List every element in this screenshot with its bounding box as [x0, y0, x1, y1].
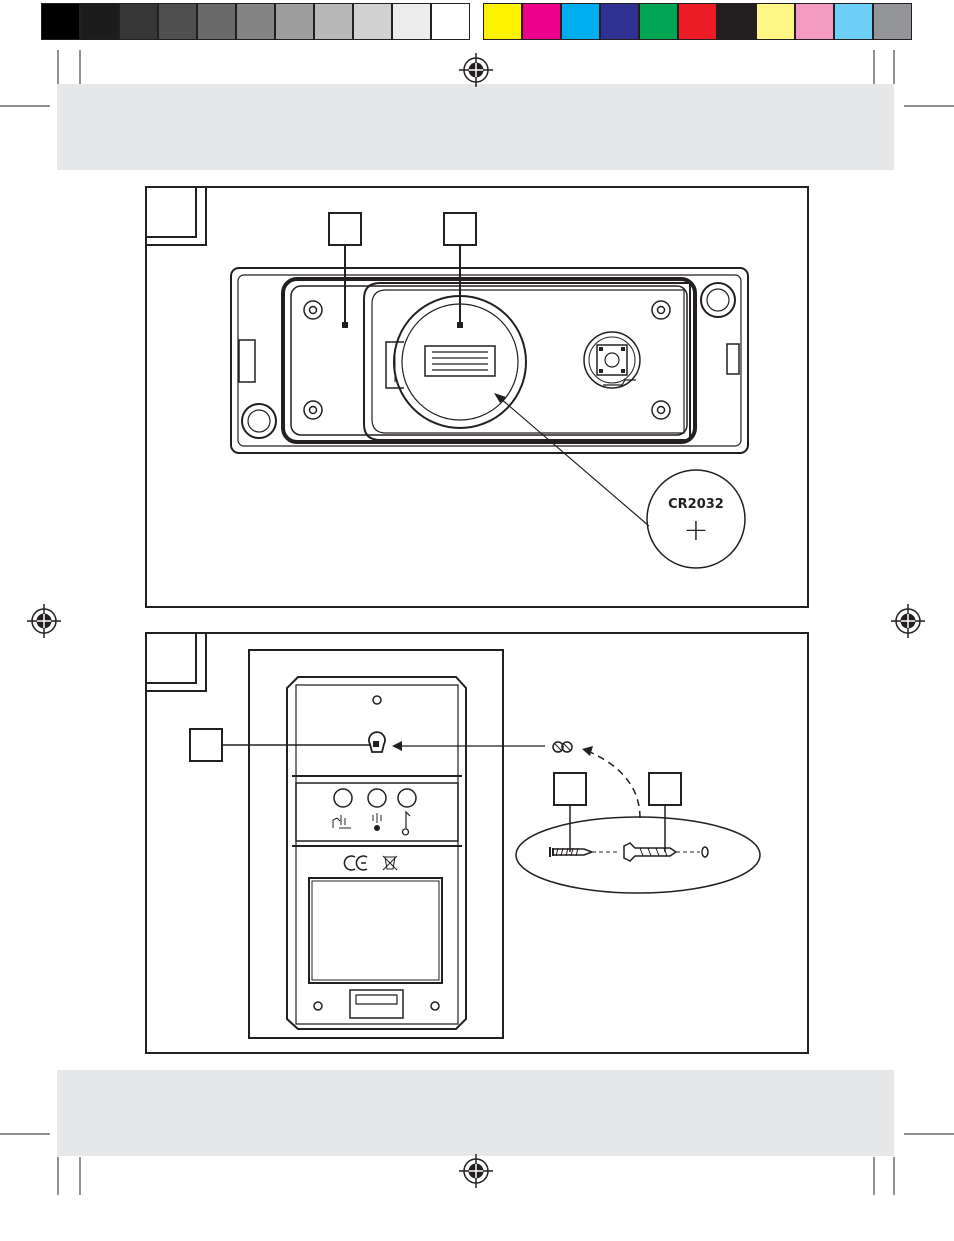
color-swatch: [600, 3, 639, 40]
color-swatch: [41, 3, 80, 40]
registration-mark-top: [459, 53, 493, 87]
color-swatch: [561, 3, 600, 40]
screw-icon: [549, 847, 554, 857]
color-swatch: [873, 3, 912, 40]
figure-number-box: [145, 186, 197, 238]
tone-button: [397, 788, 417, 808]
device-housing: [230, 267, 749, 454]
battery-type-label: CR2032: [668, 497, 724, 512]
color-swatch: [795, 3, 834, 40]
battery-holder: [393, 295, 527, 429]
registration-mark-bottom: [459, 1154, 493, 1188]
color-swatch: [158, 3, 197, 40]
battery-cover: [308, 877, 443, 984]
melody-icon: [332, 815, 351, 829]
color-swatch: [197, 3, 236, 40]
registration-mark-left: [27, 604, 61, 638]
color-swatch: [717, 3, 756, 40]
color-swatch: [639, 3, 678, 40]
color-swatch: [80, 3, 119, 40]
volume-icon: [372, 813, 382, 823]
color-swatch: [431, 3, 470, 40]
callout-box-keyhole: [189, 728, 223, 762]
callout-box-screw: [553, 772, 587, 806]
figure-number-box: [145, 632, 197, 684]
registration-mark-right: [891, 604, 925, 638]
ce-mark: [343, 855, 356, 871]
callout-box-dowel: [648, 772, 682, 806]
color-swatch: [756, 3, 795, 40]
color-swatch: [353, 3, 392, 40]
color-swatch: [236, 3, 275, 40]
device-back: [286, 676, 467, 1030]
color-swatch: [834, 3, 873, 40]
color-swatch: [119, 3, 158, 40]
music-note-icon: [401, 810, 411, 836]
weee-icon: [382, 855, 398, 871]
color-swatch: [392, 3, 431, 40]
battery-cr2032-illustration: [646, 469, 746, 569]
screw-head-icon: [552, 741, 564, 753]
battery-polarity-symbol: +: [683, 513, 708, 548]
header-gray-band: [57, 84, 894, 170]
wall-plug-icon: [623, 842, 678, 862]
keyhole-icon: [368, 731, 386, 753]
color-swatch: [275, 3, 314, 40]
volume-button: [367, 788, 387, 808]
color-swatch: [314, 3, 353, 40]
color-swatch: [522, 3, 561, 40]
color-swatch: [678, 3, 717, 40]
mounting-hardware-ellipse: [515, 816, 761, 894]
color-swatch: [483, 3, 522, 40]
device-back-frame: [248, 649, 504, 1039]
melody-button: [333, 788, 353, 808]
footer-gray-band: [57, 1070, 894, 1156]
